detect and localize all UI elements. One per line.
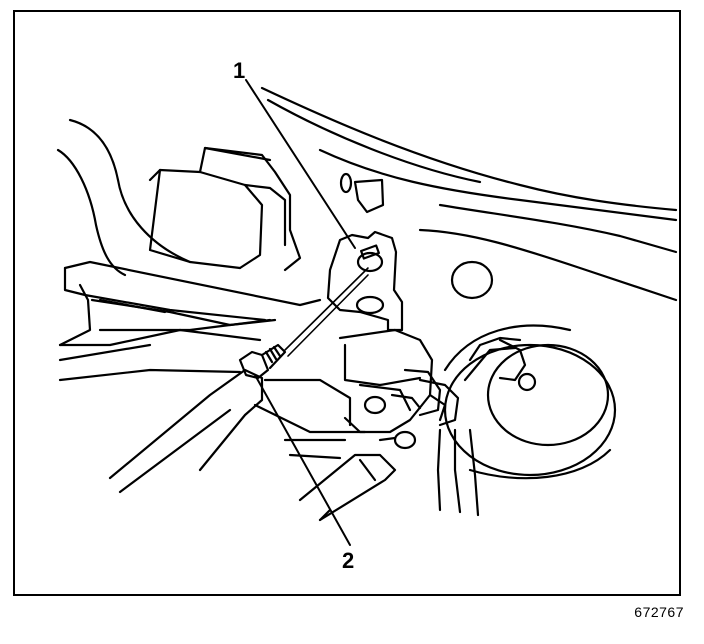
wire-harness (418, 336, 522, 517)
lower-rails (283, 438, 397, 522)
panel-holes (339, 172, 494, 300)
upper-body-panel (260, 86, 678, 302)
lower-arm (108, 368, 367, 494)
bolt-alignment-line (284, 267, 369, 351)
figure-number: 672767 (634, 604, 684, 620)
frame-rail (58, 260, 322, 382)
illustration-frame (13, 10, 681, 596)
actuator-body (338, 328, 442, 450)
leader-line-2 (254, 374, 351, 546)
leader-line-1 (245, 79, 356, 249)
callout-label-1: 1 (233, 58, 246, 83)
leader-lines (245, 79, 369, 546)
upper-bracket (148, 146, 302, 272)
callout-label-2: 2 (342, 548, 355, 573)
left-panel-curves (56, 118, 192, 277)
vacuum-canister (443, 324, 617, 480)
bolt (238, 343, 287, 380)
mounting-bracket (326, 230, 404, 332)
